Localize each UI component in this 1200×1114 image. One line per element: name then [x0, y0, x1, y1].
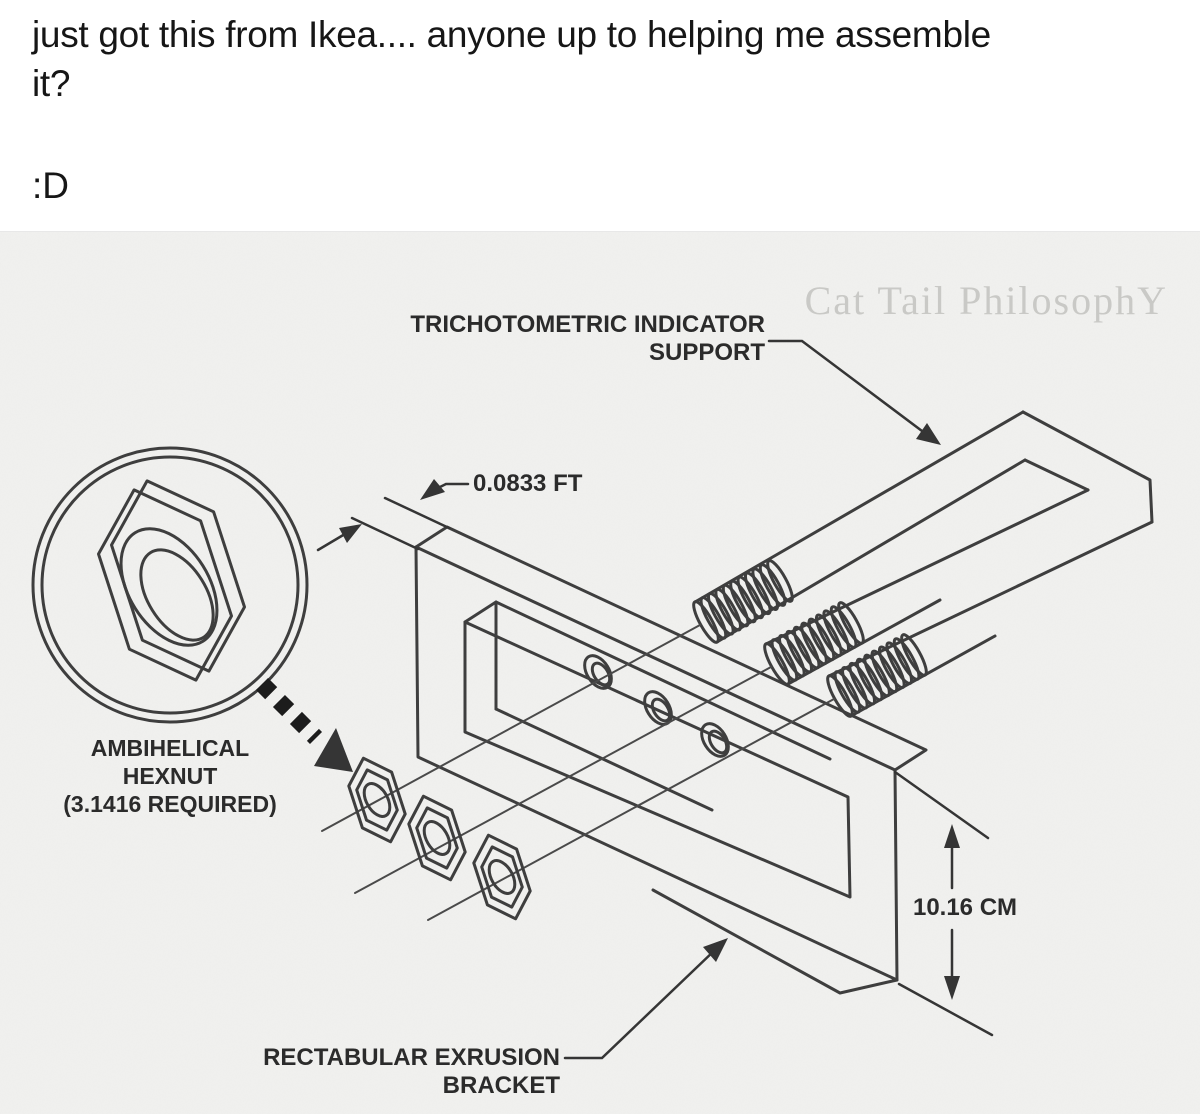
dashed-arrow-head — [314, 728, 353, 772]
ikea-joke-diagram: Cat Tail PhilosophY — [0, 232, 1200, 1114]
bracket-label-line2: BRACKET — [443, 1072, 561, 1099]
support-label-line2: SUPPORT — [649, 339, 765, 366]
support-label-leader — [767, 339, 941, 445]
thickness-dimension — [316, 479, 470, 552]
bracket-label-line1: RECTABULAR EXRUSION — [263, 1044, 560, 1071]
post-emoticon: :D — [32, 165, 69, 206]
thickness-dim-label: 0.0833 FT — [473, 470, 583, 497]
post-header: just got this from Ikea.... anyone up to… — [0, 0, 1200, 232]
height-dim-label: 10.16 CM — [913, 894, 1017, 921]
hexnut-label-line2: HEXNUT — [123, 763, 218, 789]
watermark-text: Cat Tail PhilosophY — [805, 278, 1168, 323]
support-label-line1: TRICHOTOMETRIC INDICATOR — [410, 311, 765, 338]
hexnut-label-line1: AMBIHELICAL — [91, 735, 249, 761]
dashed-arrow — [255, 677, 323, 745]
ambihelical-hexnut-drawing — [97, 479, 246, 682]
meme-diagram-image[interactable]: Cat Tail PhilosophY — [0, 232, 1200, 1114]
post-text: just got this from Ikea.... anyone up to… — [32, 14, 991, 104]
bolt-hole-3 — [700, 722, 730, 758]
bolt-hole-1 — [583, 654, 613, 690]
hexnut-label-line3: (3.1416 REQUIRED) — [63, 791, 276, 817]
height-dimension — [893, 770, 994, 1037]
bracket-label-leader — [563, 938, 728, 1060]
magnifier-detail — [31, 446, 353, 772]
